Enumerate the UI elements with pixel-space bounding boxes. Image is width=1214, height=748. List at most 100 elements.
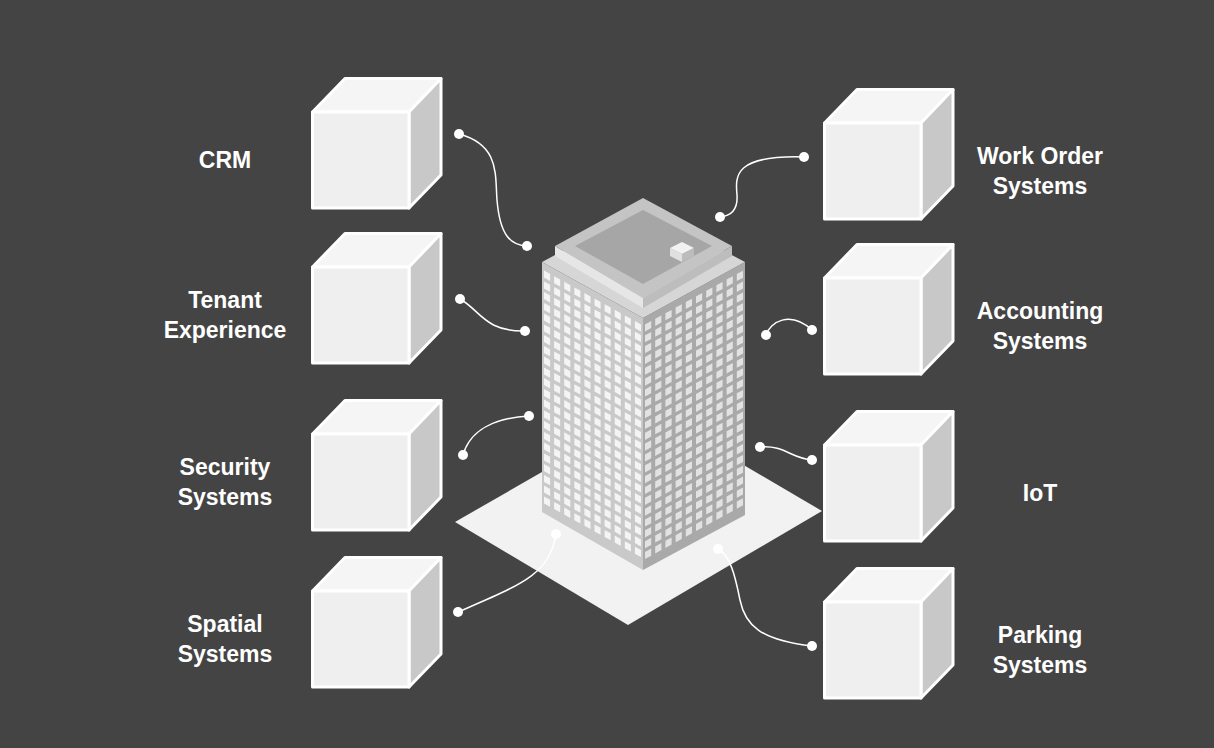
leader-dot [520, 326, 530, 336]
window [645, 527, 651, 537]
window [706, 504, 712, 514]
window [716, 466, 722, 476]
window [727, 471, 733, 481]
cube-side [409, 234, 441, 364]
window [655, 456, 661, 467]
window [564, 293, 570, 303]
window [635, 386, 641, 396]
window [564, 400, 570, 410]
window [737, 379, 743, 390]
window [544, 303, 550, 313]
window [615, 353, 621, 363]
window [716, 379, 722, 389]
ground-plate [455, 410, 822, 625]
window [625, 466, 631, 476]
window [615, 428, 621, 438]
leader-line [463, 416, 529, 455]
window [737, 498, 743, 509]
window [645, 495, 651, 505]
window [544, 346, 550, 356]
window [676, 348, 682, 358]
roof-base [542, 208, 745, 318]
leader-dot [455, 294, 465, 304]
window [605, 347, 611, 357]
window [615, 439, 621, 449]
leader-dot [454, 129, 464, 139]
window [584, 379, 590, 389]
window [727, 493, 733, 503]
leader-line [718, 549, 812, 646]
leader-dot [524, 411, 534, 421]
window [645, 429, 651, 440]
window [544, 464, 550, 474]
leader-dot [522, 241, 532, 251]
window [645, 321, 651, 331]
window [605, 433, 611, 443]
window [584, 411, 590, 421]
window [727, 417, 733, 428]
window [564, 389, 570, 399]
window [737, 487, 743, 497]
window [635, 321, 641, 331]
window [665, 364, 671, 374]
window [574, 309, 580, 319]
window [605, 337, 611, 347]
window [574, 287, 580, 297]
window [727, 385, 733, 396]
window [635, 515, 641, 525]
window [676, 391, 682, 401]
window [584, 347, 590, 357]
window [716, 293, 722, 303]
window [564, 454, 570, 464]
window [544, 432, 550, 442]
window [665, 418, 671, 429]
window [625, 541, 631, 551]
window [615, 493, 621, 503]
window [625, 412, 631, 422]
window [544, 271, 550, 281]
window [716, 304, 722, 314]
window [564, 475, 570, 485]
window [544, 314, 550, 324]
window [645, 364, 651, 374]
window [554, 502, 560, 512]
cube-shape [311, 232, 443, 365]
window [574, 373, 580, 383]
window [554, 287, 560, 297]
window [655, 478, 661, 488]
window [665, 407, 671, 417]
cube-shape [311, 556, 443, 689]
window [706, 407, 712, 417]
cube-shape [823, 410, 955, 543]
window [696, 336, 702, 346]
window [574, 492, 580, 502]
window [686, 515, 692, 525]
window [584, 519, 590, 529]
window [595, 481, 601, 491]
window [574, 320, 580, 330]
system-cube: Spatial Systems [140, 556, 442, 689]
window [595, 503, 601, 513]
window [595, 492, 601, 502]
window [645, 505, 651, 515]
window [564, 508, 570, 518]
window [665, 516, 671, 526]
window [737, 466, 743, 476]
window [696, 434, 702, 445]
window [655, 413, 661, 423]
window [584, 487, 590, 497]
window [554, 470, 560, 480]
window [584, 336, 590, 346]
window [635, 536, 641, 546]
window [605, 369, 611, 379]
window [676, 532, 682, 543]
leader-lines [458, 134, 812, 646]
window [686, 385, 692, 395]
window [544, 389, 550, 399]
window [676, 478, 682, 488]
window [615, 374, 621, 384]
window [737, 401, 743, 411]
window [595, 309, 601, 319]
window [615, 385, 621, 395]
window [686, 472, 692, 482]
